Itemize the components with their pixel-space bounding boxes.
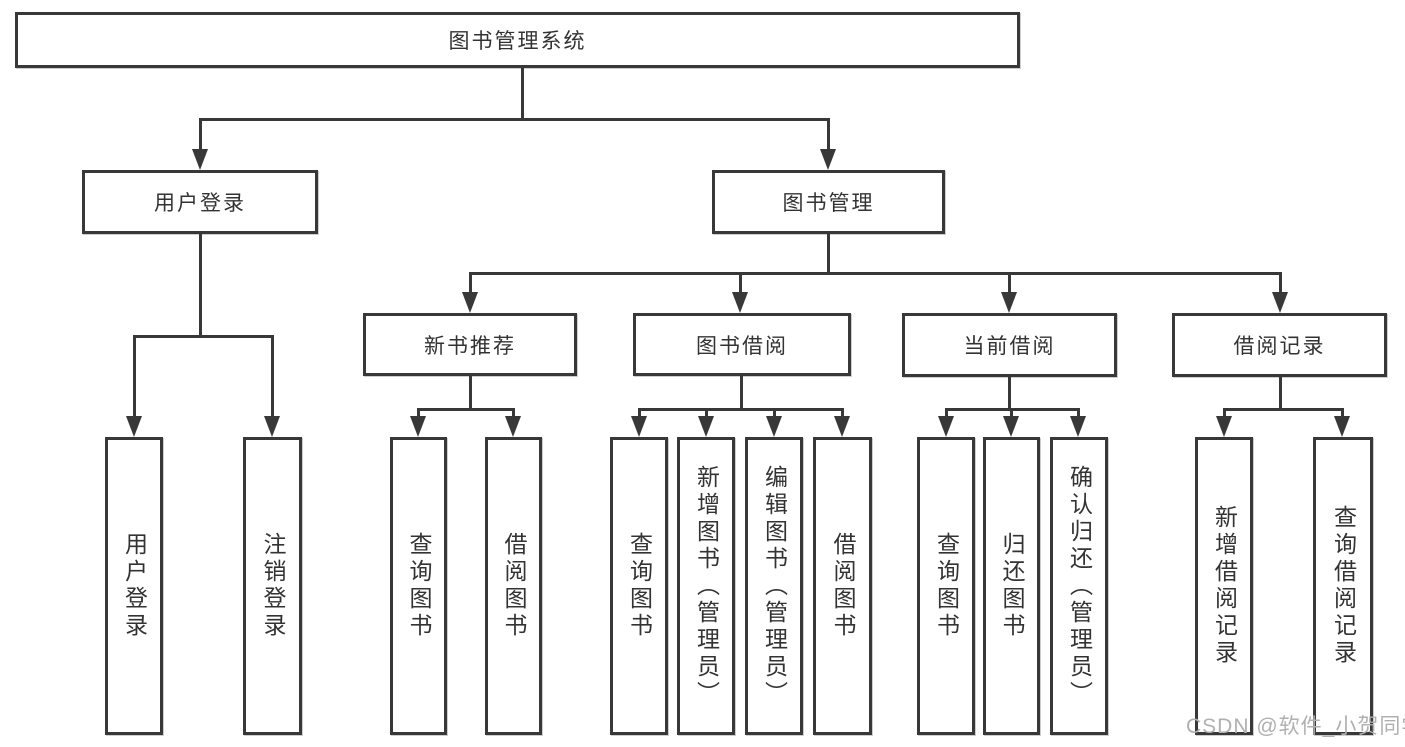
arrow-down-leaf-user-login bbox=[126, 416, 142, 437]
connector-borrow-records-span bbox=[1223, 408, 1344, 411]
connector-arrow-shaft-bb-edit bbox=[773, 408, 776, 416]
arrow-down-nbr-query bbox=[410, 416, 426, 437]
connector-arrow-shaft-new-book bbox=[469, 272, 472, 292]
connector-arrow-shaft-cb-query bbox=[945, 408, 948, 416]
arrow-down-br-query bbox=[1334, 416, 1350, 437]
arrow-down-user-login bbox=[192, 149, 208, 170]
connector-arrow-shaft-br-query bbox=[1341, 408, 1344, 416]
connector-book-borrow-drop bbox=[740, 376, 743, 408]
arrow-down-nbr-borrow bbox=[505, 416, 521, 437]
node-book-borrow: 图书借阅 bbox=[633, 313, 851, 376]
arrow-down-bb-query bbox=[631, 416, 647, 437]
arrow-down-current-borrow bbox=[1001, 292, 1017, 313]
node-book-management: 图书管理 bbox=[712, 170, 945, 234]
leaf-user-login: 用户登录 bbox=[105, 437, 163, 735]
connector-arrow-shaft-leaf-user-login bbox=[133, 335, 136, 416]
arrow-down-bb-borrow bbox=[834, 416, 850, 437]
leaf-add-books-admin: 新增图书（管理员） bbox=[677, 437, 735, 735]
connector-book-mgmt-drop bbox=[827, 234, 830, 272]
connector-root-span bbox=[199, 118, 830, 121]
leaf-borrow-books: 借阅图书 bbox=[813, 437, 872, 735]
node-user-login: 用户登录 bbox=[82, 170, 318, 234]
leaf-borrow-books-recommend: 借阅图书 bbox=[485, 437, 542, 735]
leaf-edit-books-admin: 编辑图书（管理员） bbox=[745, 437, 803, 735]
connector-arrow-shaft-cb-return bbox=[1010, 408, 1013, 416]
csdn-watermark: CSDN @软件_小贺同学 bbox=[1186, 715, 1405, 738]
node-current-borrow: 当前借阅 bbox=[902, 313, 1117, 377]
connector-arrow-shaft-cb-confirm bbox=[1077, 408, 1080, 416]
arrow-down-book-borrow bbox=[732, 292, 748, 313]
leaf-query-borrow-record: 查询借阅记录 bbox=[1313, 437, 1373, 735]
node-root-library-system: 图书管理系统 bbox=[15, 12, 1020, 68]
arrow-down-br-add bbox=[1216, 416, 1232, 437]
leaf-query-books-recommend: 查询图书 bbox=[390, 437, 447, 735]
connector-arrow-shaft-nbr-query bbox=[417, 408, 420, 416]
connector-user-login-span bbox=[133, 335, 274, 338]
connector-arrow-shaft-borrow-records bbox=[1279, 272, 1282, 292]
arrow-down-book-mgmt bbox=[820, 149, 836, 170]
arrow-down-new-book bbox=[462, 292, 478, 313]
connector-arrow-shaft-leaf-logout bbox=[271, 335, 274, 416]
leaf-query-books-current: 查询图书 bbox=[917, 437, 975, 735]
node-borrow-records: 借阅记录 bbox=[1172, 313, 1387, 377]
connector-arrow-shaft-bb-borrow bbox=[841, 408, 844, 416]
arrow-down-bb-add bbox=[698, 416, 714, 437]
connector-borrow-records-drop bbox=[1279, 377, 1282, 408]
connector-arrow-shaft-br-add bbox=[1223, 408, 1226, 416]
connector-arrow-shaft-book-mgmt bbox=[827, 118, 830, 149]
connector-root-drop bbox=[521, 68, 524, 118]
arrow-down-cb-confirm bbox=[1070, 416, 1086, 437]
connector-book-borrow-span bbox=[638, 408, 843, 411]
arrow-down-cb-query bbox=[938, 416, 954, 437]
leaf-return-books: 归还图书 bbox=[983, 437, 1040, 735]
connector-new-book-drop bbox=[469, 376, 472, 408]
arrow-down-cb-return bbox=[1003, 416, 1019, 437]
connector-arrow-shaft-bb-add bbox=[705, 408, 708, 416]
connector-current-borrow-drop bbox=[1008, 377, 1011, 408]
connector-book-mgmt-span bbox=[469, 272, 1282, 275]
leaf-query-books-borrow: 查询图书 bbox=[610, 437, 668, 735]
connector-arrow-shaft-current-borrow bbox=[1008, 272, 1011, 292]
connector-arrow-shaft-nbr-borrow bbox=[512, 408, 515, 416]
connector-arrow-shaft-book-borrow bbox=[739, 272, 742, 292]
connector-arrow-shaft-user-login bbox=[199, 118, 202, 149]
arrow-down-bb-edit bbox=[766, 416, 782, 437]
connector-new-book-span bbox=[417, 408, 515, 411]
connector-user-login-drop bbox=[199, 234, 202, 335]
connector-arrow-shaft-bb-query bbox=[638, 408, 641, 416]
arrow-down-leaf-logout bbox=[264, 416, 280, 437]
node-new-book-recommend: 新书推荐 bbox=[363, 313, 577, 376]
leaf-confirm-return-admin: 确认归还（管理员） bbox=[1050, 437, 1108, 735]
leaf-logout: 注销登录 bbox=[243, 437, 302, 735]
leaf-add-borrow-record: 新增借阅记录 bbox=[1195, 437, 1253, 735]
arrow-down-borrow-records bbox=[1272, 292, 1288, 313]
